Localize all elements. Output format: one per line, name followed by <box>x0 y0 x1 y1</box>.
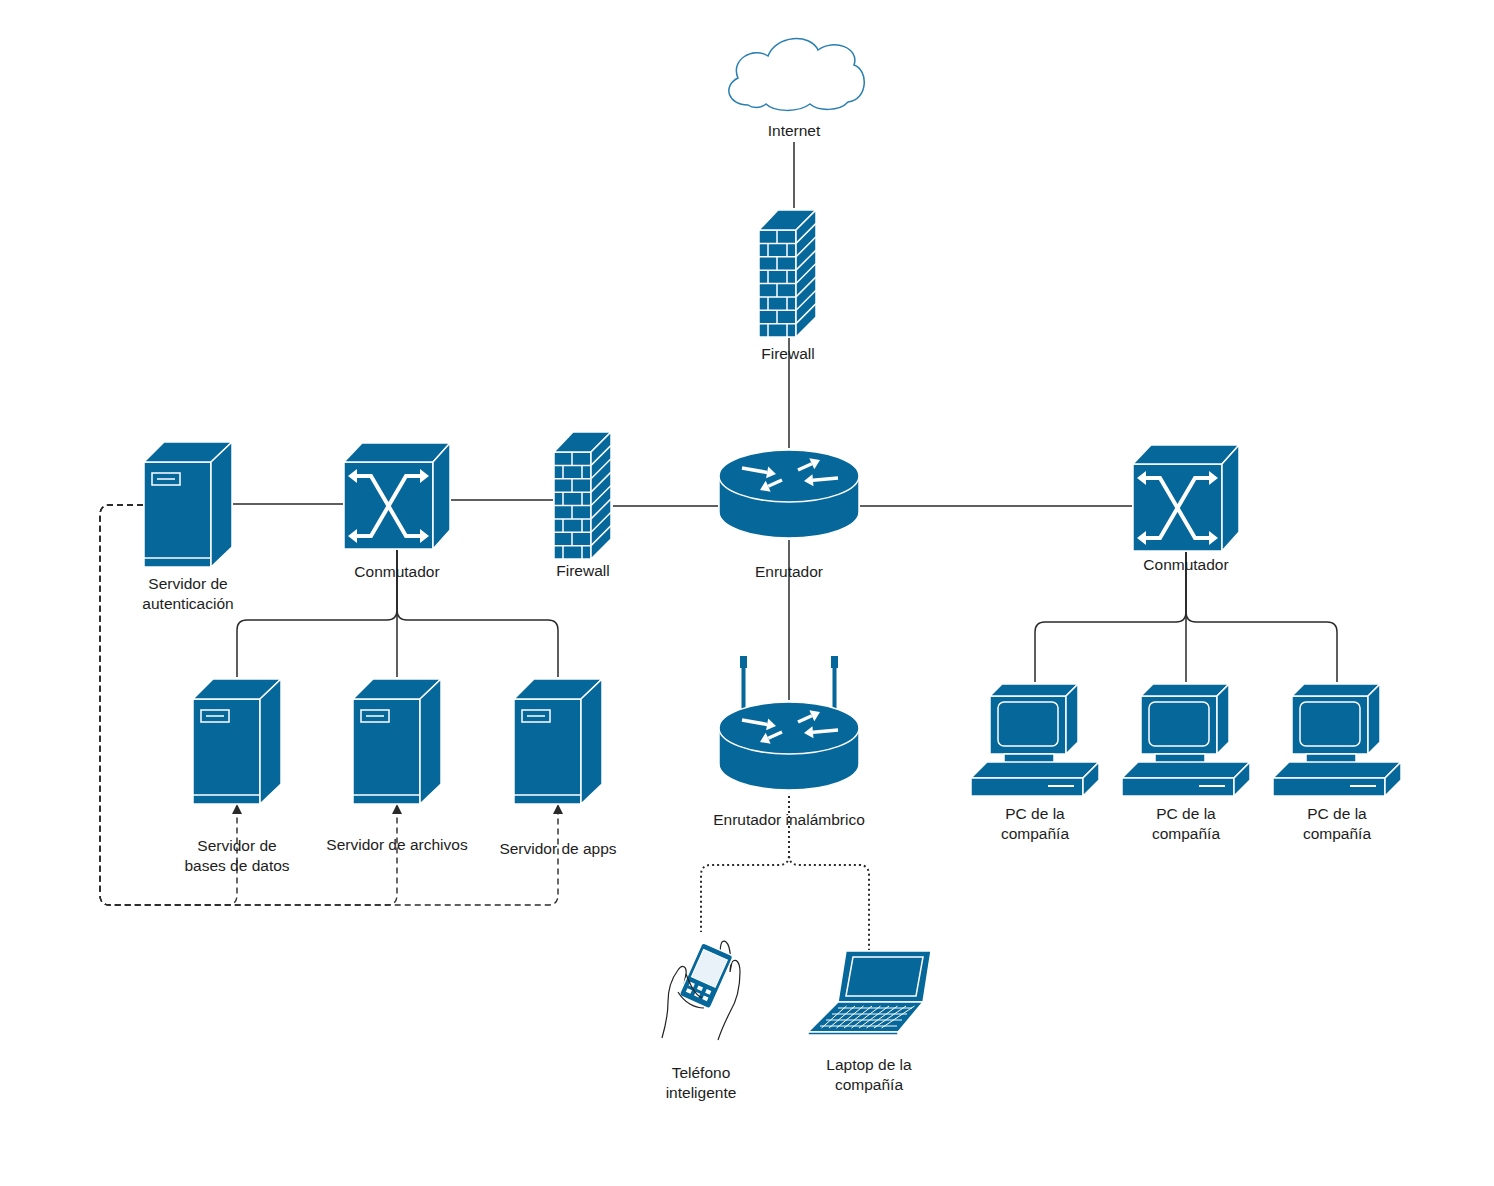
network-link <box>793 142 795 208</box>
wrouter-icon <box>718 656 860 796</box>
device-label: Internet <box>744 121 844 141</box>
network-device: Servidor de apps <box>513 677 603 805</box>
phone-icon <box>660 932 742 1040</box>
device-label: Conmutador <box>337 562 457 582</box>
device-label: Firewall <box>738 344 838 364</box>
device-label: Servidor de bases de datos <box>177 836 297 876</box>
network-device: Firewall <box>758 208 818 338</box>
network-device: PC de la compañía <box>970 682 1100 798</box>
network-device: PC de la compañía <box>1272 682 1402 798</box>
device-label: Enrutador <box>729 562 849 582</box>
network-link <box>451 499 553 501</box>
network-device: Servidor de archivos <box>352 677 442 805</box>
network-device: Servidor de bases de datos <box>192 677 282 805</box>
network-device: Internet <box>718 30 870 142</box>
network-device: Conmutador <box>343 440 451 550</box>
device-label: Laptop de la compañía <box>814 1055 924 1095</box>
device-label: Servidor de apps <box>483 839 633 859</box>
firewall-icon <box>758 208 818 338</box>
network-device: Conmutador <box>1132 442 1240 552</box>
server-icon <box>352 677 442 805</box>
network-device: PC de la compañía <box>1121 682 1251 798</box>
device-label: Servidor de archivos <box>302 835 492 855</box>
device-label: PC de la compañía <box>990 804 1080 844</box>
device-label: Firewall <box>533 561 633 581</box>
network-link <box>860 505 1132 507</box>
switch-icon <box>1132 442 1240 552</box>
server-icon <box>192 677 282 805</box>
firewall-icon <box>553 430 613 560</box>
device-label: Teléfono inteligente <box>651 1063 751 1103</box>
device-label: PC de la compañía <box>1292 804 1382 844</box>
switch-icon <box>343 440 451 550</box>
network-device: Laptop de la compañía <box>806 950 932 1035</box>
network-link <box>613 505 718 507</box>
network-device: Enrutador <box>718 448 860 540</box>
device-label: Conmutador <box>1126 555 1246 575</box>
network-device: Servidor de autenticación <box>143 440 233 568</box>
device-label: PC de la compañía <box>1141 804 1231 844</box>
network-device: Teléfono inteligente <box>660 932 742 1040</box>
device-label: Servidor de autenticación <box>128 574 248 614</box>
pc-icon <box>1121 682 1251 798</box>
pc-icon <box>970 682 1100 798</box>
network-device: Firewall <box>553 430 613 560</box>
pc-icon <box>1272 682 1402 798</box>
network-device: Enrutador inalámbrico <box>718 700 860 796</box>
device-label: Enrutador inalámbrico <box>689 810 889 830</box>
router-icon <box>718 448 860 540</box>
server-icon <box>513 677 603 805</box>
laptop-icon <box>806 950 932 1035</box>
network-link <box>233 503 343 505</box>
server-icon <box>143 440 233 568</box>
